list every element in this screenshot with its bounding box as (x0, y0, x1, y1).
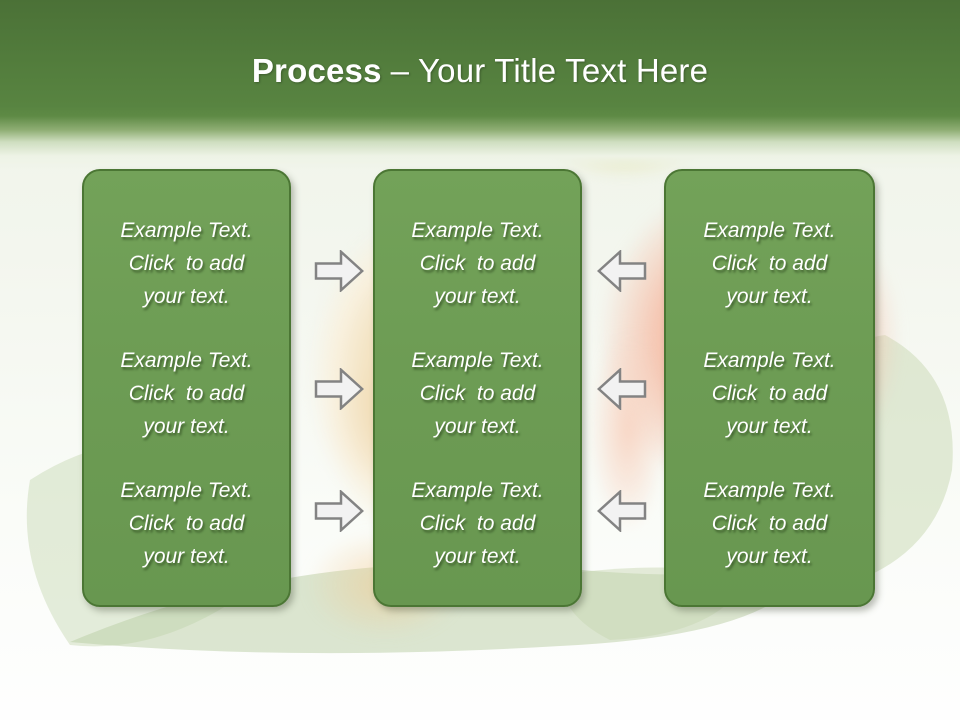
text-line: Example Text. (411, 478, 544, 502)
placeholder-text[interactable]: Example Text. Click to add your text. (672, 344, 867, 443)
header-band (0, 0, 960, 170)
text-line: Click to add (711, 251, 828, 275)
text-line: Example Text. (703, 218, 836, 242)
text-line: your text. (143, 284, 230, 308)
text-line: Example Text. (703, 348, 836, 372)
text-line: your text. (434, 414, 521, 438)
process-box-2[interactable]: Example Text. Click to add your text. Ex… (373, 169, 582, 607)
placeholder-text[interactable]: Example Text. Click to add your text. (672, 214, 867, 313)
title-primary: Process (251, 52, 382, 89)
placeholder-text[interactable]: Example Text. Click to add your text. (90, 344, 283, 443)
placeholder-text[interactable]: Example Text. Click to add your text. (90, 474, 283, 573)
text-line: Click to add (419, 511, 536, 535)
process-box-3[interactable]: Example Text. Click to add your text. Ex… (664, 169, 875, 607)
text-line: Click to add (419, 251, 536, 275)
text-line: Example Text. (411, 218, 544, 242)
text-line: Example Text. (120, 348, 253, 372)
placeholder-text[interactable]: Example Text. Click to add your text. (90, 214, 283, 313)
placeholder-text[interactable]: Example Text. Click to add your text. (381, 214, 574, 313)
text-line: Click to add (419, 381, 536, 405)
text-line: Click to add (711, 381, 828, 405)
text-line: Click to add (128, 251, 245, 275)
arrow-right-icon[interactable] (314, 250, 364, 292)
arrow-left-icon[interactable] (597, 490, 647, 532)
text-line: Example Text. (120, 478, 253, 502)
placeholder-text[interactable]: Example Text. Click to add your text. (672, 474, 867, 573)
text-line: Example Text. (411, 348, 544, 372)
placeholder-text[interactable]: Example Text. Click to add your text. (381, 344, 574, 443)
placeholder-text[interactable]: Example Text. Click to add your text. (381, 474, 574, 573)
text-line: your text. (143, 544, 230, 568)
arrow-right-icon[interactable] (314, 368, 364, 410)
slide-title[interactable]: Process– Your Title Text Here (0, 52, 960, 90)
arrow-left-icon[interactable] (597, 368, 647, 410)
text-line: your text. (434, 284, 521, 308)
arrow-right-icon[interactable] (314, 490, 364, 532)
text-line: your text. (434, 544, 521, 568)
text-line: your text. (143, 414, 230, 438)
arrow-left-icon[interactable] (597, 250, 647, 292)
text-line: Click to add (128, 381, 245, 405)
title-secondary: – Your Title Text Here (390, 52, 709, 89)
text-line: your text. (726, 414, 813, 438)
process-box-1[interactable]: Example Text. Click to add your text. Ex… (82, 169, 291, 607)
text-line: your text. (726, 544, 813, 568)
text-line: Example Text. (120, 218, 253, 242)
text-line: Click to add (711, 511, 828, 535)
text-line: your text. (726, 284, 813, 308)
text-line: Example Text. (703, 478, 836, 502)
text-line: Click to add (128, 511, 245, 535)
